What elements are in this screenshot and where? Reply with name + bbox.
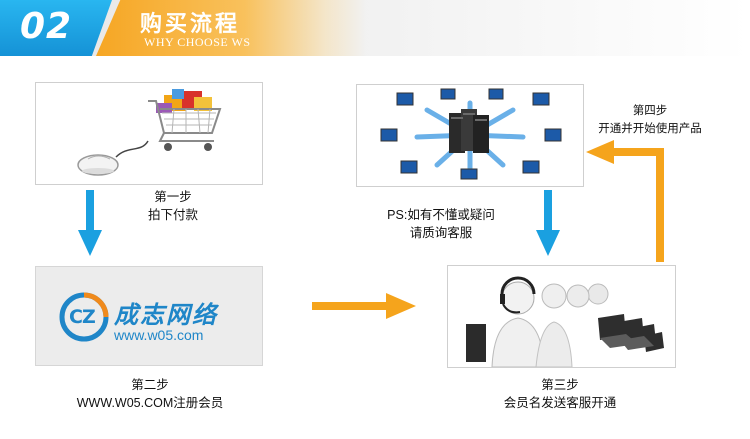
- logo-name: 成志网络: [114, 302, 218, 329]
- shopping-cart-icon: [148, 89, 222, 151]
- arrow-elbow-icon: [586, 140, 664, 262]
- customer-service-headset-icon: [466, 276, 664, 367]
- logo-mark-icon: [59, 292, 109, 342]
- step1-caption: 第一步 拍下付款: [128, 188, 218, 224]
- logo-url: www.w05.com: [114, 327, 204, 343]
- step1-desc: 拍下付款: [147, 208, 198, 222]
- step3-caption: 第三步 会员名发送客服开通: [480, 376, 640, 412]
- step4-caption: 第四步 开通并开始使用产品: [588, 102, 712, 138]
- support-note: PS:如有不懂或疑问 请质询客服: [376, 206, 506, 242]
- step3-desc: 会员名发送客服开通: [503, 396, 617, 410]
- arrow-down-icon: [536, 190, 560, 256]
- section-number-badge: [0, 0, 112, 56]
- step2-title: 第二步: [131, 378, 169, 392]
- logo-mark-text: CZ: [69, 306, 96, 328]
- page-title: 购买流程: [140, 11, 241, 36]
- step4-title: 第四步: [632, 105, 668, 117]
- header-title-band: [96, 0, 366, 56]
- computer-mouse-icon: [77, 140, 149, 176]
- support-note-line1: PS:如有不懂或疑问: [387, 208, 495, 222]
- arrow-right-icon: [312, 293, 416, 319]
- step1-image: [35, 82, 263, 185]
- brand-logo: CZ 成志网络 www.w05.com: [58, 289, 248, 345]
- step4-desc: 开通并开始使用产品: [598, 123, 702, 135]
- step3-title: 第三步: [541, 378, 579, 392]
- step4-image: [356, 84, 584, 187]
- step2-desc: WWW.W05.COM注册会员: [76, 396, 224, 410]
- section-number: 02: [20, 6, 73, 47]
- step1-title: 第一步: [154, 190, 192, 204]
- step2-logo-panel: CZ 成志网络 www.w05.com: [35, 266, 263, 366]
- step3-image: [447, 265, 676, 368]
- page-subtitle: WHY CHOOSE WS: [144, 35, 251, 49]
- support-note-line2: 请质询客服: [409, 226, 473, 240]
- arrow-down-icon: [78, 190, 102, 256]
- step2-caption: 第二步 WWW.W05.COM注册会员: [55, 376, 245, 412]
- server-network-icon: [380, 88, 562, 180]
